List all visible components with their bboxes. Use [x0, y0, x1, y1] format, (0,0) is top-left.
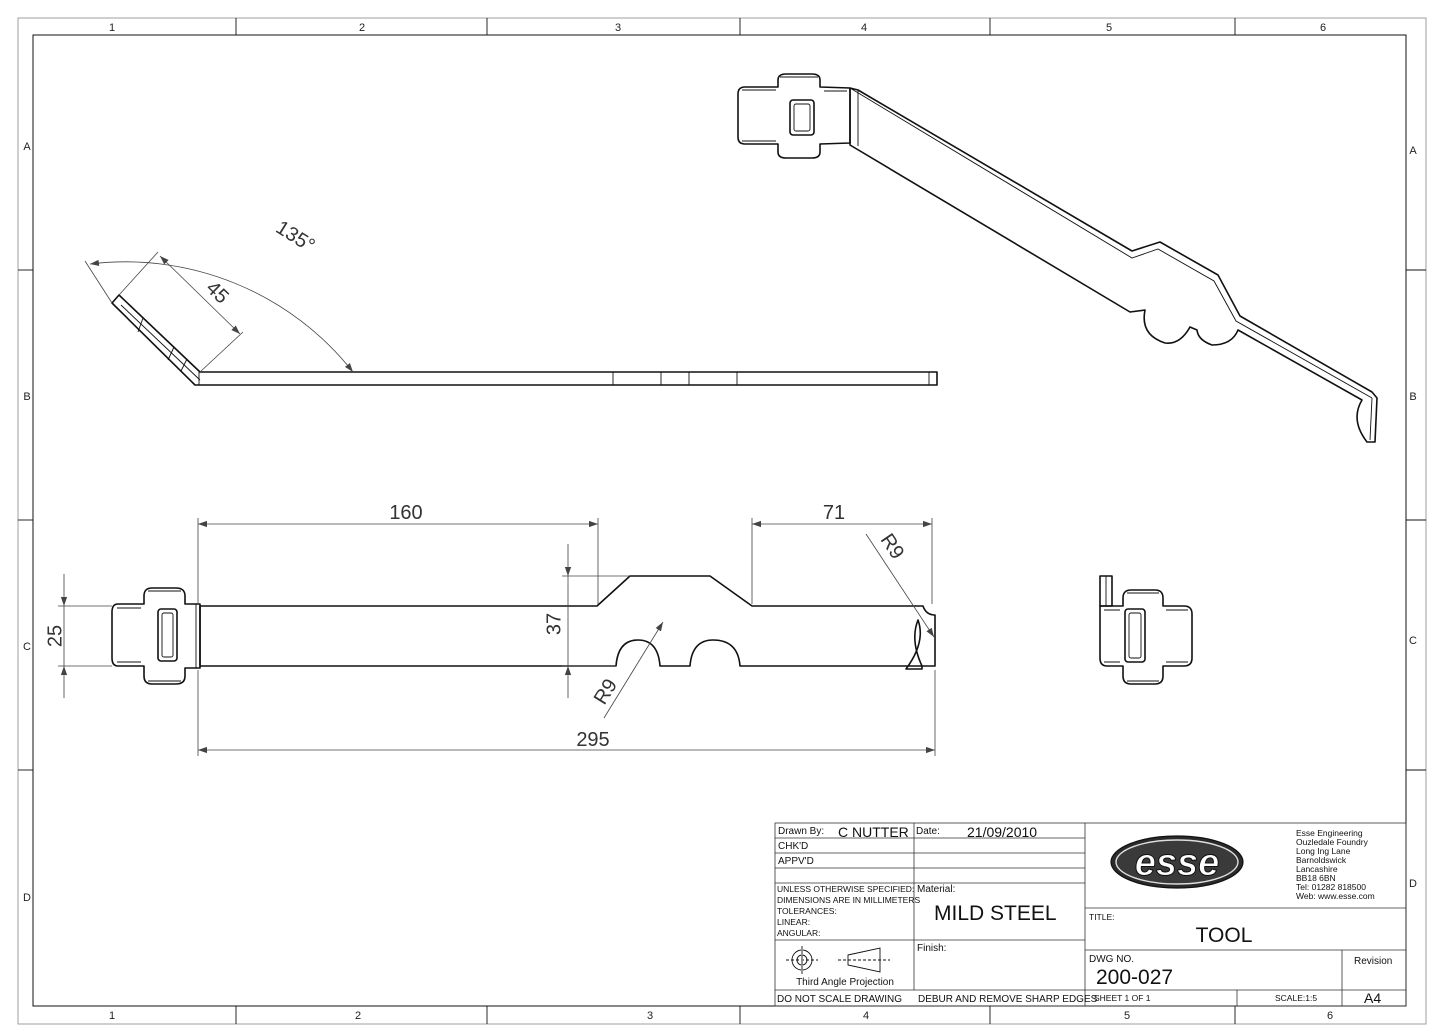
- deburr-note: DEBUR AND REMOVE SHARP EDGES: [918, 994, 1098, 1005]
- sheet-info: SHEET 1 OF 1: [1094, 993, 1151, 1003]
- sheet-size: A4: [1364, 990, 1381, 1006]
- zone-row-c-right: C: [1409, 635, 1417, 647]
- zone-col-4-bottom: 4: [863, 1010, 869, 1022]
- zone-col-1-bottom: 1: [109, 1010, 115, 1022]
- title-block[interactable]: Drawn By: C NUTTER Date: 21/09/2010 CHK'…: [774, 822, 1407, 1007]
- company-line-6: BB18 6BN: [1296, 873, 1336, 883]
- zone-col-2-bottom: 2: [355, 1010, 361, 1022]
- revision-label: Revision: [1354, 956, 1392, 967]
- tolerance-line-2: DIMENSIONS ARE IN MILLIMETERS: [777, 895, 920, 905]
- material-value: MILD STEEL: [934, 902, 1057, 925]
- zone-row-d-right: D: [1409, 878, 1417, 890]
- drawn-by-value: C NUTTER: [838, 824, 909, 840]
- tolerance-line-1: UNLESS OTHERWISE SPECIFIED:: [777, 884, 914, 894]
- sheet-frame: [17, 17, 1427, 1025]
- no-scale-note: DO NOT SCALE DRAWING: [777, 994, 902, 1005]
- isometric-view: [737, 73, 1378, 443]
- end-radius-dimension: R9: [876, 530, 909, 564]
- date-value: 21/09/2010: [967, 824, 1037, 840]
- scale-info: SCALE:1:5: [1275, 993, 1317, 1003]
- zone-col-3-top: 3: [615, 22, 621, 34]
- zone-row-d-left: D: [23, 892, 31, 904]
- company-line-4: Barnoldswick: [1296, 855, 1347, 865]
- bend-length-dimension: 45: [202, 277, 233, 308]
- drawn-by-label: Drawn By:: [778, 826, 824, 837]
- title-label: TITLE:: [1089, 912, 1115, 922]
- overall-length-dimension: 295: [576, 729, 609, 751]
- wide-width-dimension: 37: [543, 613, 565, 635]
- finish-label: Finish:: [917, 943, 946, 954]
- chkd-label: CHK'D: [778, 841, 808, 852]
- zone-labels: 1 2 3 4 5 6 1 2 3 4 5 6 A B C D A B C D: [23, 22, 1417, 1022]
- dwg-no-label: DWG NO.: [1089, 954, 1134, 965]
- plan-view: [111, 575, 936, 685]
- company-line-1: Esse Engineering: [1296, 828, 1363, 838]
- side-view: [111, 294, 938, 386]
- company-line-8: Web: www.esse.com: [1296, 891, 1375, 901]
- end-length-dimension: 71: [823, 502, 845, 524]
- zone-col-5-bottom: 5: [1124, 1010, 1130, 1022]
- logo-text: esse: [1135, 842, 1220, 884]
- zone-row-b-left: B: [23, 391, 30, 403]
- zone-row-b-right: B: [1409, 391, 1416, 403]
- company-line-2: Ouzledale Foundry: [1296, 837, 1369, 847]
- zone-col-6-top: 6: [1320, 22, 1326, 34]
- title-value: TOOL: [1196, 924, 1253, 947]
- tolerance-line-4: LINEAR:: [777, 917, 810, 927]
- zone-row-c-left: C: [23, 641, 31, 653]
- zone-col-2-top: 2: [359, 22, 365, 34]
- zone-row-a-left: A: [23, 141, 31, 153]
- zone-col-5-top: 5: [1106, 22, 1112, 34]
- esse-logo: esse: [1110, 835, 1244, 889]
- date-label: Date:: [916, 826, 940, 837]
- side-view-dimensions: 135° 45: [84, 217, 354, 373]
- dwg-no-value: 200-027: [1096, 966, 1173, 989]
- projection-label: Third Angle Projection: [796, 977, 894, 988]
- company-line-3: Long Ing Lane: [1296, 846, 1351, 856]
- zone-col-4-top: 4: [861, 22, 867, 34]
- projection-symbol-icon: [786, 946, 890, 974]
- end-view: [1099, 575, 1193, 685]
- zone-col-1-top: 1: [109, 22, 115, 34]
- appvd-label: APPV'D: [778, 856, 814, 867]
- notch-radius-dimension: R9: [590, 675, 622, 708]
- zone-col-6-bottom: 6: [1327, 1010, 1333, 1022]
- overall-width-dimension: 25: [44, 625, 66, 647]
- angle-dimension: 135°: [272, 217, 319, 258]
- tolerance-line-3: TOLERANCES:: [777, 906, 837, 916]
- plan-view-dimensions: 160 71 R9 25 37 R9 295: [44, 502, 936, 756]
- length-to-bend-dimension: 160: [389, 502, 422, 524]
- zone-col-3-bottom: 3: [647, 1010, 653, 1022]
- company-line-7: Tel: 01282 818500: [1296, 882, 1366, 892]
- material-label: Material:: [917, 884, 955, 895]
- company-line-5: Lancashire: [1296, 864, 1338, 874]
- tolerance-line-5: ANGULAR:: [777, 928, 820, 938]
- zone-row-a-right: A: [1409, 145, 1417, 157]
